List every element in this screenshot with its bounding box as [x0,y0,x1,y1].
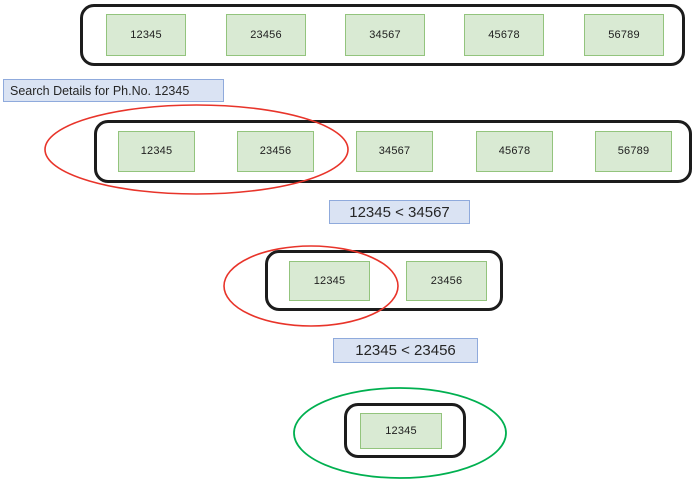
comparison-label-2: 12345 < 23456 [333,338,478,363]
array-cell[interactable]: 12345 [106,14,186,56]
array-cell[interactable]: 34567 [356,131,433,172]
search-details-label: Search Details for Ph.No. 12345 [3,79,224,102]
array-cell[interactable]: 23456 [226,14,306,56]
comparison-label-1: 12345 < 34567 [329,200,470,224]
array-cell[interactable]: 56789 [584,14,664,56]
array-cell[interactable]: 45678 [476,131,553,172]
array-cell[interactable]: 12345 [360,413,442,449]
array-cell[interactable]: 45678 [464,14,544,56]
array-cell[interactable]: 23456 [406,261,487,301]
array-cell[interactable]: 12345 [289,261,370,301]
array-cell[interactable]: 12345 [118,131,195,172]
array-cell[interactable]: 34567 [345,14,425,56]
array-cell[interactable]: 23456 [237,131,314,172]
array-cell[interactable]: 56789 [595,131,672,172]
